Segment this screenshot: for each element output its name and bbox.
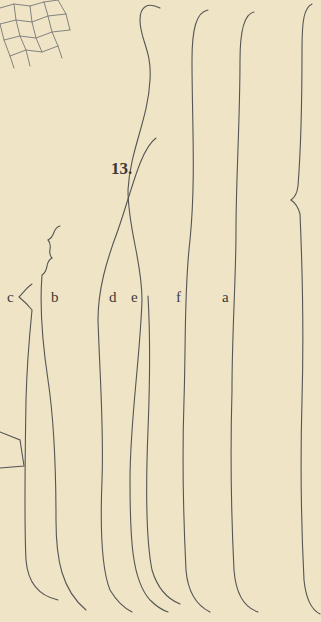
cell-network [0, 0, 70, 68]
outline-c [19, 284, 58, 600]
outline-a [291, 4, 320, 614]
outline-f [183, 10, 210, 612]
outline-b [41, 226, 86, 610]
figure-number: 13. [111, 160, 132, 177]
part-letter: f [176, 290, 181, 305]
outline-d [98, 138, 156, 612]
part-letter: b [51, 290, 59, 305]
part-letter: c [7, 290, 14, 305]
part-letter: a [222, 290, 229, 305]
fragment-outline [0, 432, 24, 468]
part-letter: d [109, 290, 117, 305]
outline-e-inner [147, 296, 180, 604]
outline-g [231, 12, 258, 612]
part-letter: e [131, 290, 138, 305]
outline-e [128, 5, 168, 612]
